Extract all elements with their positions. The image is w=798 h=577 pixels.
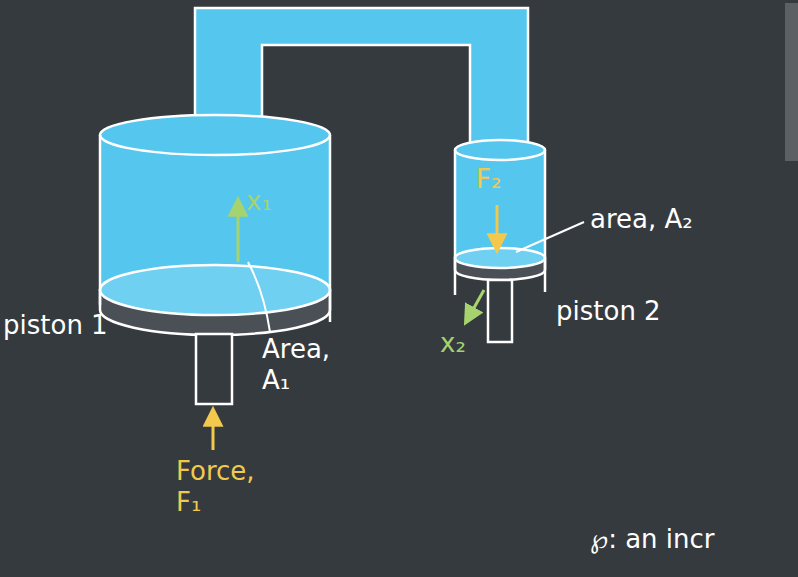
cylinder-wall [544,150,547,292]
cylinder-top-2 [455,140,545,160]
force-arrow [212,410,215,450]
displacement-arrow [237,200,240,262]
cylinder-top-1 [100,115,330,155]
displacement-label: x₁ [246,186,272,217]
piston-face-1 [100,265,330,315]
displacement-arrow [466,290,484,322]
force-label: F₂ [476,164,501,195]
piston-rod-1 [196,334,232,404]
force-arrow [496,205,499,250]
cylinder-wall [454,150,457,295]
side-panel [785,3,798,161]
piston-face-2 [455,248,545,268]
fluid-2 [455,150,545,258]
note: ℘: an incr [590,524,715,555]
piston-rod-2 [488,280,512,342]
force-label: Force, F₁ [176,456,268,518]
displacement-label: x₂ [440,328,466,359]
area-label: area, A₂ [590,204,693,235]
cylinder-wall [329,135,332,322]
area-label: Area, A₁ [262,334,342,396]
leader-line [248,262,270,332]
part-name: piston 2 [556,296,661,327]
leader-line [516,222,584,252]
part-name: piston 1 [3,310,108,341]
cylinder-wall [99,135,102,305]
